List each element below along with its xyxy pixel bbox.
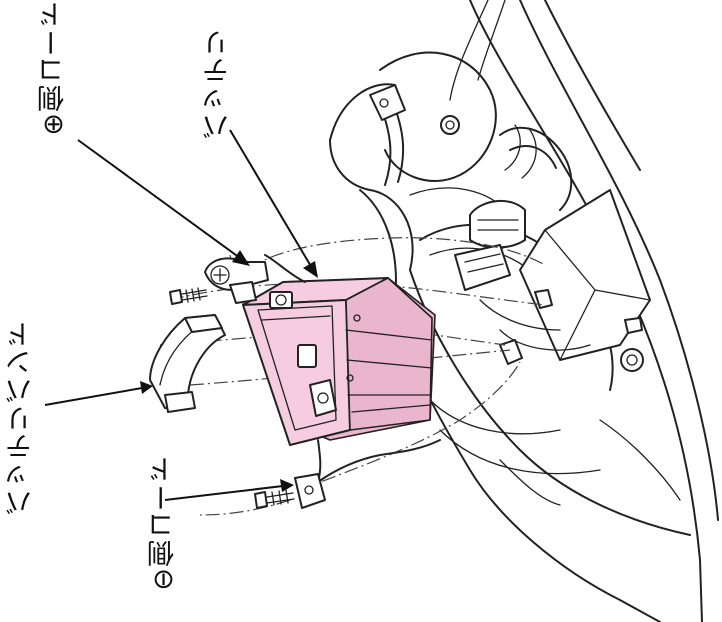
battery [242, 277, 436, 446]
wiring-harness [369, 84, 643, 365]
battery-label: バッテリ [203, 28, 234, 140]
arrow-battery-band [44, 387, 143, 406]
positive-cord-label: ⊕側コード [38, 0, 69, 136]
negative-cord-label: ⊖側コード [148, 455, 179, 591]
arrow-positive-cord [77, 139, 241, 259]
positive-cord-assembly [169, 254, 306, 305]
negative-cord-assembly [254, 439, 441, 509]
battery-band [149, 314, 226, 413]
arrow-negative-cord [164, 485, 284, 501]
leader-arrows [44, 129, 318, 501]
battery-band-label: バッテリバンド [6, 320, 37, 516]
arrow-battery [229, 129, 313, 269]
